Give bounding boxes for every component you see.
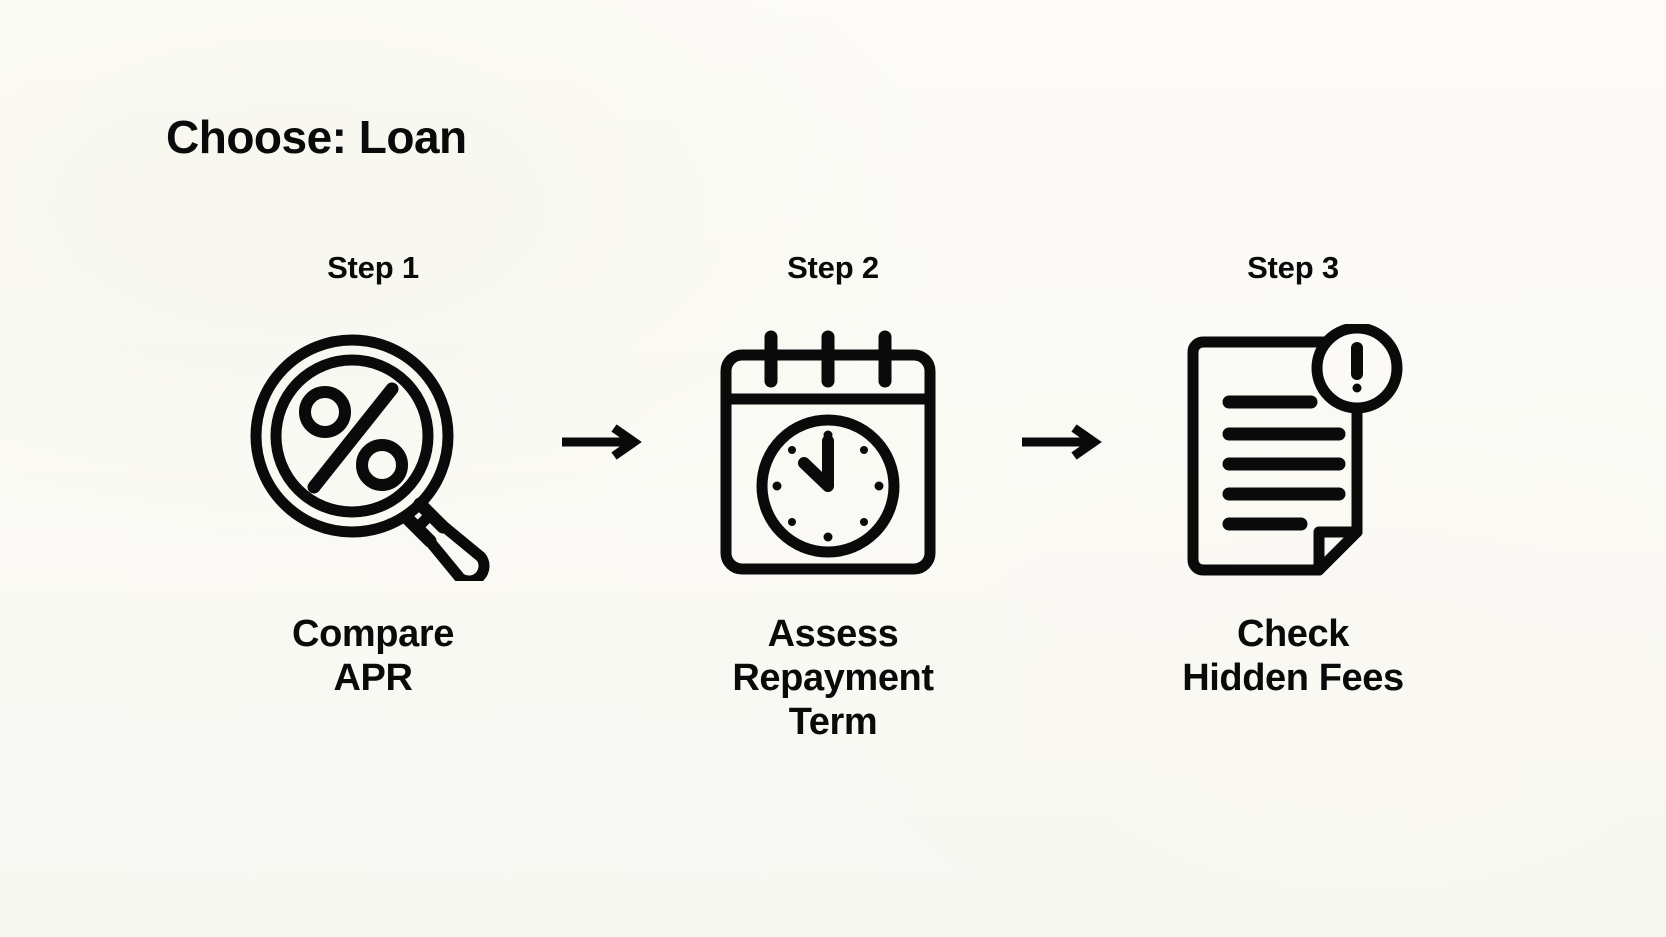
step-3-caption: Check Hidden Fees [1182, 613, 1404, 700]
page-title: Choose: Loan [166, 111, 467, 163]
step-1: Step 1 Compare APR [203, 250, 543, 700]
document-alert-icon [1158, 320, 1428, 590]
step-2: Step 2 [663, 250, 1003, 744]
calendar-clock-icon [698, 320, 968, 590]
step-3-label: Step 3 [1247, 250, 1339, 285]
step-1-label: Step 1 [327, 250, 419, 285]
step-3: Step 3 C [1123, 250, 1463, 700]
magnifier-percent-icon [238, 320, 508, 590]
arrow-right-icon [1018, 422, 1108, 462]
arrow-right-icon [558, 422, 648, 462]
step-1-caption: Compare APR [292, 613, 454, 700]
steps-row: Step 1 Compare APR [0, 250, 1666, 744]
step-2-caption: Assess Repayment Term [732, 613, 934, 744]
step-2-label: Step 2 [787, 250, 879, 285]
connector-1 [543, 250, 663, 462]
connector-2 [1003, 250, 1123, 462]
